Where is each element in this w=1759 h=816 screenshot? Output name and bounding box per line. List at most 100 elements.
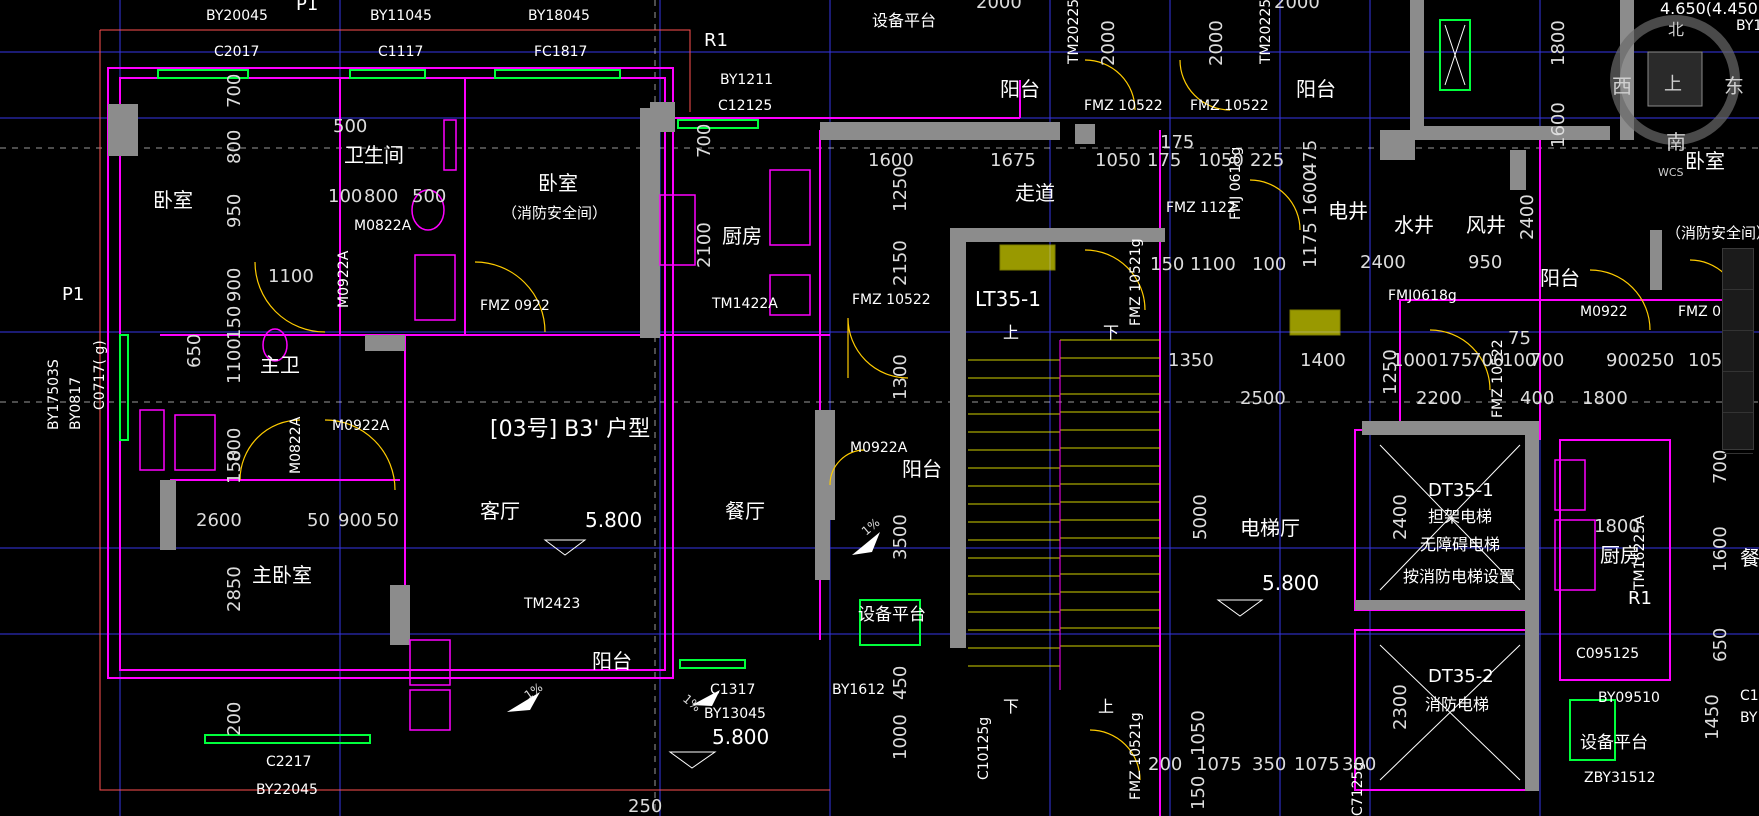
wall-outlines xyxy=(107,67,1740,816)
room-living: 客厅 xyxy=(480,499,520,523)
dim: 50 xyxy=(376,510,399,531)
dim: 50 xyxy=(307,510,330,531)
tag-by0951: BY09510 xyxy=(1598,690,1660,706)
dim: 1600 xyxy=(1300,170,1321,216)
dim: 250 xyxy=(1640,350,1674,371)
room-elec-shaft: 电井 xyxy=(1328,199,1368,223)
tag-by1612: BY1612 xyxy=(832,682,885,698)
viewcube-west[interactable]: 西 xyxy=(1612,74,1632,98)
dim: 2850 xyxy=(224,566,245,612)
dim: 650 xyxy=(184,334,205,368)
elevation-main: 5.800 xyxy=(585,508,642,532)
tag-by11045: BY11045 xyxy=(370,8,432,24)
room-kitchen: 厨房 xyxy=(722,224,762,248)
dim: 900 xyxy=(224,268,245,302)
dim: 800 xyxy=(224,130,245,164)
viewcube-wcs[interactable]: WCS xyxy=(1658,166,1684,179)
dim: 2000 xyxy=(1274,0,1320,13)
dim: 2200 xyxy=(1416,388,1462,409)
dim: 1600 xyxy=(1710,526,1731,572)
dim: 950 xyxy=(1468,252,1502,273)
tag-zby3151: ZBY31512 xyxy=(1584,770,1656,786)
dim: 500 xyxy=(412,186,446,207)
tag-by22045: BY22045 xyxy=(256,782,318,798)
dimension-text: 700 800 950 900 150 1100 800 150 2850 20… xyxy=(184,0,1734,816)
tag-c1117: C1117 xyxy=(378,44,423,60)
dim: 450 xyxy=(890,666,911,700)
dim: 2400 xyxy=(1517,194,1538,240)
tag-m0922a-2: M0922A xyxy=(332,418,390,434)
viewcube-north[interactable]: 北 xyxy=(1668,20,1685,39)
tag-fmz1122: FMZ 1122 xyxy=(1166,200,1236,216)
tag-fmz10522-t1: FMZ 10522 xyxy=(1084,98,1163,114)
nav-showmotion-icon[interactable] xyxy=(1723,413,1753,454)
dim: 1100 xyxy=(224,338,245,384)
tag-fmz0618: FMJ 0618g xyxy=(1228,147,1244,220)
tag-p1-top: P1 xyxy=(296,0,318,15)
viewcube-top[interactable]: 上 xyxy=(1664,74,1682,95)
nav-orbit-icon[interactable] xyxy=(1723,372,1753,413)
slope-label: 1% xyxy=(680,692,704,715)
dim: 2400 xyxy=(1360,252,1406,273)
dim: 250 xyxy=(628,796,662,816)
tag-by-r: BY xyxy=(1740,710,1758,726)
elevation-hall: 5.800 xyxy=(1262,571,1319,595)
dim: 2500 xyxy=(1240,388,1286,409)
dim: 650 xyxy=(1710,628,1731,662)
dim: 500 xyxy=(333,116,367,137)
nav-full-wheel-icon[interactable] xyxy=(1723,249,1753,290)
viewcube-south[interactable]: 南 xyxy=(1666,130,1686,154)
viewcube-east[interactable]: 东 xyxy=(1724,74,1744,98)
room-balcony-top1: 阳台 xyxy=(1000,77,1040,101)
dim: 1050 xyxy=(1095,150,1141,171)
dim: 2000 xyxy=(1206,20,1227,66)
tag-fmz10522-t2: FMZ 10522 xyxy=(1190,98,1269,114)
viewcube[interactable]: 北 西 东 南 上 WCS xyxy=(1600,10,1750,179)
tag-p1-left: P1 xyxy=(62,284,84,305)
tag-r1-top: R1 xyxy=(704,30,728,51)
dim: 475 xyxy=(1300,140,1321,174)
dim: 5000 xyxy=(1190,494,1211,540)
stair-up2: 上 xyxy=(1098,697,1114,716)
outline-boundary xyxy=(99,29,830,791)
tag-by20045: BY20045 xyxy=(206,8,268,24)
dim: 2300 xyxy=(1390,684,1411,730)
unit-title: [03号] B3' 户型 xyxy=(490,417,650,442)
tag-by17503s: BY17503S xyxy=(46,359,62,430)
dim: 700 xyxy=(224,74,245,108)
dim: 2150 xyxy=(890,240,911,286)
dim: 1100 xyxy=(268,266,314,287)
tag-r1-right: R1 xyxy=(1628,588,1652,609)
room-dining-right: 餐 xyxy=(1740,546,1759,570)
tag-by18045: BY18045 xyxy=(528,8,590,24)
tag-c10125: C10125g xyxy=(976,717,992,780)
nav-zoom-icon[interactable] xyxy=(1723,331,1753,372)
room-dining: 餐厅 xyxy=(725,499,765,523)
room-master-bath: 主卫 xyxy=(260,353,300,377)
tag-fmz0922: FMZ 0922 xyxy=(480,298,550,314)
equip-platform-1: 设备平台 xyxy=(858,605,926,625)
windows xyxy=(119,19,1616,761)
dim: 400 xyxy=(1520,388,1554,409)
dim: 1600 xyxy=(868,150,914,171)
room-bedroom-right-sub: （消防安全间） xyxy=(1666,224,1759,242)
elevation-top: 4.650(4.450) xyxy=(1660,0,1759,18)
dim: 200 xyxy=(1148,754,1182,775)
room-labels: 卧室 卫生间 卧室 （消防安全间） 厨房 主卫 [03号] B3' 户型 客厅 … xyxy=(153,0,1759,753)
dim: 1000 xyxy=(1392,350,1438,371)
dim: 150 xyxy=(224,450,245,484)
room-water-shaft: 水井 xyxy=(1394,213,1434,237)
navigation-bar[interactable] xyxy=(1722,248,1754,454)
tag-fmz10521-1: FMZ 10521g xyxy=(1128,238,1144,326)
dim: 200 xyxy=(224,702,245,736)
dim: 3500 xyxy=(890,514,911,560)
room-balcony-right: 阳台 xyxy=(1540,266,1580,290)
dim: 1450 xyxy=(1702,694,1723,740)
stair-down1: 下 xyxy=(1103,323,1119,342)
wall-masses xyxy=(108,0,1662,791)
dim: 100 xyxy=(328,186,362,207)
dim: 700 xyxy=(694,124,715,158)
dim: 1600 xyxy=(1548,102,1569,148)
nav-pan-icon[interactable] xyxy=(1723,290,1753,331)
